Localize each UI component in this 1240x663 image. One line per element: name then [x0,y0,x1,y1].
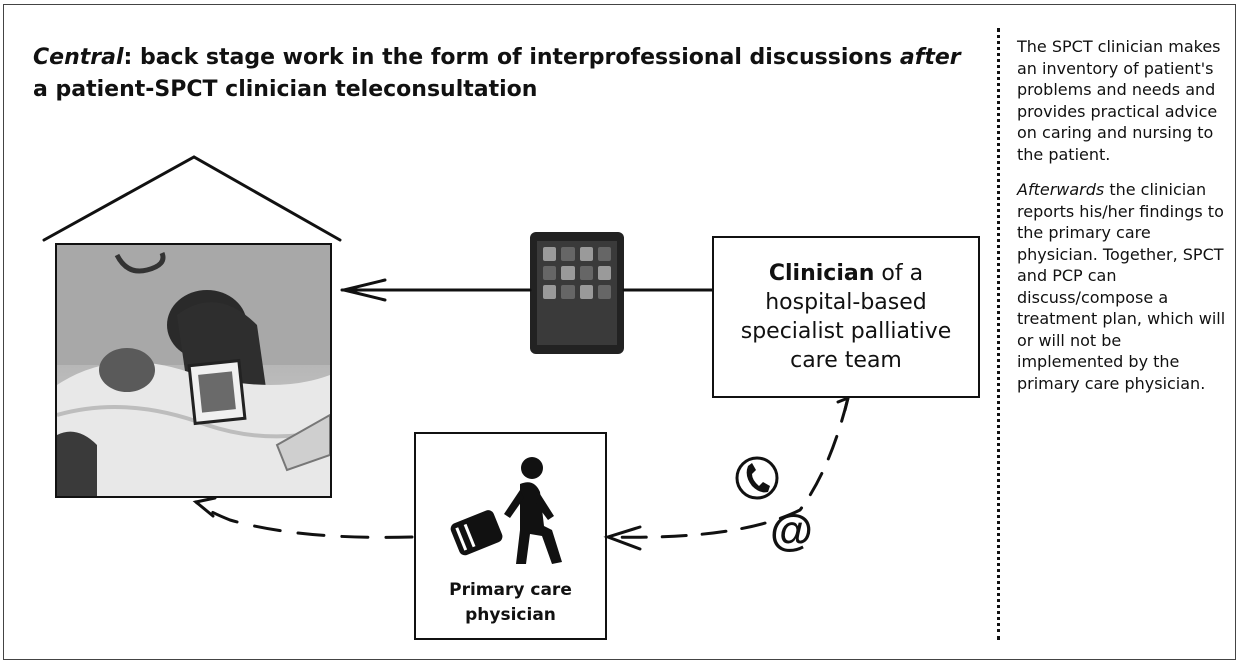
tablet-app [561,285,575,299]
side-afterwards: Afterwards [1017,180,1105,199]
tablet-app [579,247,593,261]
figure-frame [3,4,1236,660]
pcp-line2: physician [465,605,556,625]
patient-photo-drawing [57,245,330,496]
tablet-app [543,247,557,261]
tablet-app [543,285,557,299]
pcp-label: Primary care physician [416,578,605,628]
side-paragraph-2: Afterwards the clinician reports his/her… [1017,179,1229,394]
side-paragraph-1: The SPCT clinician makes an inventory of… [1017,37,1221,164]
clinician-box: Clinician of a hospital-based specialist… [712,236,980,398]
tablet-app [597,266,611,280]
clinician-label: Clinician of a hospital-based specialist… [741,259,952,375]
tablet-app [597,247,611,261]
tablet-app [579,266,593,280]
clinician-line3: specialist palliative [740,319,952,344]
tablet-app [579,285,593,299]
tablet-screen [537,241,617,345]
walking-person-with-suitcase-icon [450,457,562,564]
side-description: The SPCT clinician makes an inventory of… [1017,36,1229,408]
pcp-line1: Primary care [449,580,572,600]
patient-photo [55,243,332,498]
side-paragraph-2-text: the clinician reports his/her findings t… [1017,180,1226,393]
dotted-divider [997,28,1000,640]
clinician-bold: Clinician [768,261,875,286]
tablet-app [543,266,557,280]
clinician-line4: care team [790,348,902,373]
clinician-line1: of a [874,261,924,286]
title-after: after [899,45,961,70]
tablet-icon [530,232,624,354]
clinician-line2: hospital-based [765,290,927,315]
tablet-app [561,266,575,280]
title-text-a: : back stage work in the form of interpr… [123,45,900,70]
pcp-box: Primary care physician [414,432,607,640]
tablet-app [597,285,611,299]
title-central: Central [33,45,124,70]
tablet-app [561,247,575,261]
figure-title: Central: back stage work in the form of … [33,42,963,106]
title-text-b: a patient-SPCT clinician teleconsultatio… [33,77,538,102]
